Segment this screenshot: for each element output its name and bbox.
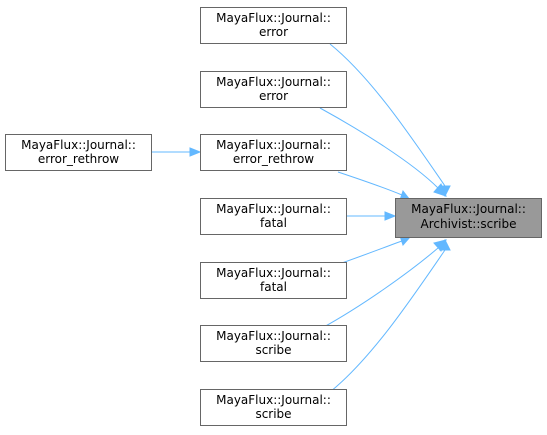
node-error-rethrow-inner[interactable]: MayaFlux::Journal:: error_rethrow	[200, 134, 347, 171]
node-fatal-2-line2: fatal	[260, 280, 287, 294]
node-error-2-line2: error	[259, 89, 288, 103]
edge-fatal-a-to-focus	[347, 211, 397, 221]
node-error-rethrow-outer[interactable]: MayaFlux::Journal:: error_rethrow	[5, 134, 152, 171]
node-error-1[interactable]: MayaFlux::Journal:: error	[200, 7, 347, 44]
node-fatal-2[interactable]: MayaFlux::Journal:: fatal	[200, 262, 347, 299]
node-error-2-line1: MayaFlux::Journal::	[216, 75, 331, 89]
edge-error-b-to-focus	[319, 107, 447, 197]
edge-scribe-b-to-focus	[329, 238, 451, 393]
node-error-1-line2: error	[259, 25, 288, 39]
node-fatal-2-line1: MayaFlux::Journal::	[216, 266, 331, 280]
node-fatal-1-line1: MayaFlux::Journal::	[216, 202, 331, 216]
node-error-1-line1: MayaFlux::Journal::	[216, 11, 331, 25]
node-error-rethrow-outer-line1: MayaFlux::Journal::	[21, 138, 136, 152]
edge-fatal-b-to-focus	[338, 235, 412, 265]
node-fatal-1-line2: fatal	[260, 216, 287, 230]
edge-rethrow-inner-to-focus	[337, 171, 412, 201]
edge-error-a-to-focus	[329, 43, 451, 198]
node-scribe-2-line1: MayaFlux::Journal::	[216, 393, 331, 407]
node-error-rethrow-outer-line2: error_rethrow	[38, 152, 119, 166]
node-error-rethrow-inner-line1: MayaFlux::Journal::	[216, 138, 331, 152]
node-focus-line1: MayaFlux::Journal::	[411, 202, 526, 216]
edge-rethrow-outer-to-rethrow-inner	[152, 147, 202, 157]
node-archivist-scribe-focus[interactable]: MayaFlux::Journal:: Archivist::scribe	[395, 198, 542, 238]
node-scribe-2[interactable]: MayaFlux::Journal:: scribe	[200, 389, 347, 426]
node-focus-line2: Archivist::scribe	[420, 217, 516, 231]
node-scribe-1-line2: scribe	[255, 343, 291, 357]
node-error-2[interactable]: MayaFlux::Journal:: error	[200, 71, 347, 108]
node-scribe-1[interactable]: MayaFlux::Journal:: scribe	[200, 325, 347, 362]
node-fatal-1[interactable]: MayaFlux::Journal:: fatal	[200, 198, 347, 235]
node-scribe-2-line2: scribe	[255, 407, 291, 421]
node-scribe-1-line1: MayaFlux::Journal::	[216, 329, 331, 343]
node-error-rethrow-inner-line2: error_rethrow	[233, 152, 314, 166]
